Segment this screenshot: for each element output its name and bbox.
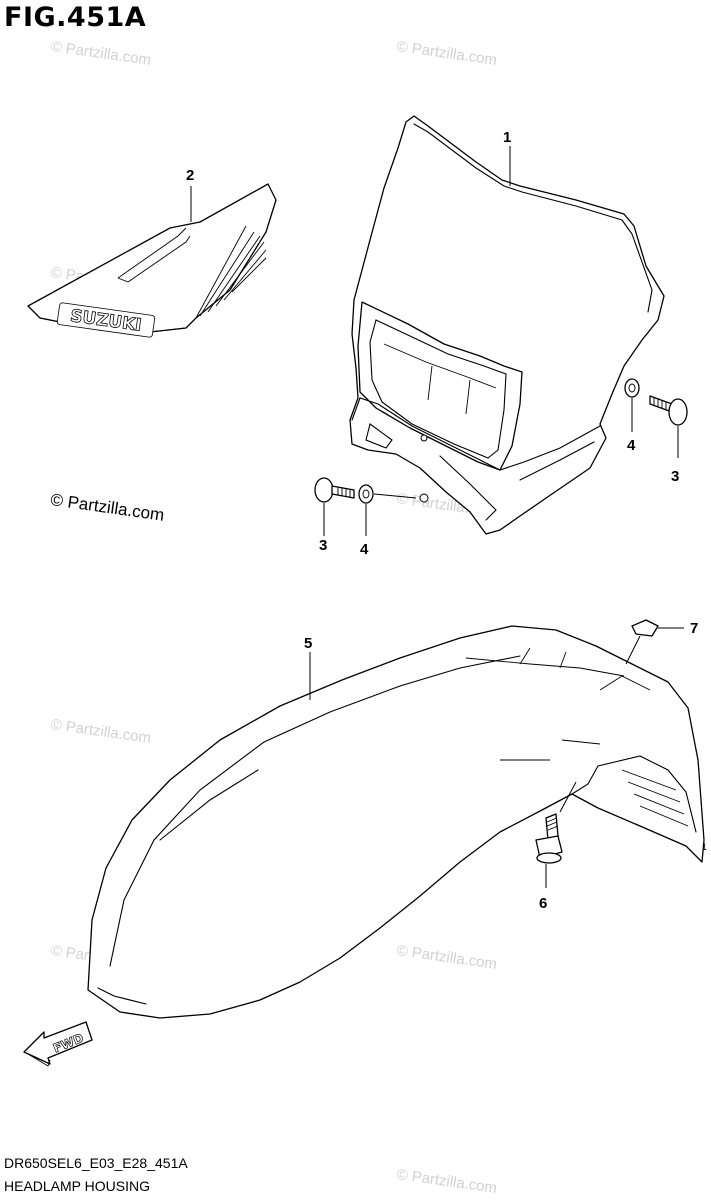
callout-1[interactable]: 1 [503, 129, 511, 146]
diagram-code: DR650SEL6_E03_E28_451A [4, 1155, 188, 1171]
part-1-headlamp-housing[interactable] [349, 115, 665, 535]
callout-5[interactable]: 5 [304, 635, 312, 652]
part-3-bolt-right[interactable] [649, 395, 688, 426]
part-7-cap[interactable] [631, 619, 659, 637]
figure-title: FIG.451A [4, 2, 147, 33]
part-5-front-fender[interactable]: 1 [87, 625, 707, 1019]
callout-3-left[interactable]: 3 [319, 537, 327, 554]
callout-3-right[interactable]: 3 [671, 468, 679, 485]
part-4-grommet-right[interactable] [624, 378, 640, 398]
callout-7[interactable]: 7 [690, 620, 698, 637]
fwd-arrow-icon: FWD [23, 1021, 93, 1067]
callout-2[interactable]: 2 [186, 167, 194, 184]
callout-4-left[interactable]: 4 [360, 541, 369, 558]
callout-6[interactable]: 6 [539, 895, 547, 912]
diagram-caption: HEADLAMP HOUSING [4, 1178, 150, 1194]
part-4-grommet-left[interactable] [358, 484, 374, 504]
part-6-fender-bolt[interactable] [535, 813, 563, 864]
fender-mark: 1 [702, 842, 707, 852]
part-3-bolt-left[interactable] [314, 477, 355, 503]
part-2-side-cover[interactable]: SUZUKI [27, 183, 277, 338]
callout-4-right[interactable]: 4 [627, 437, 636, 454]
